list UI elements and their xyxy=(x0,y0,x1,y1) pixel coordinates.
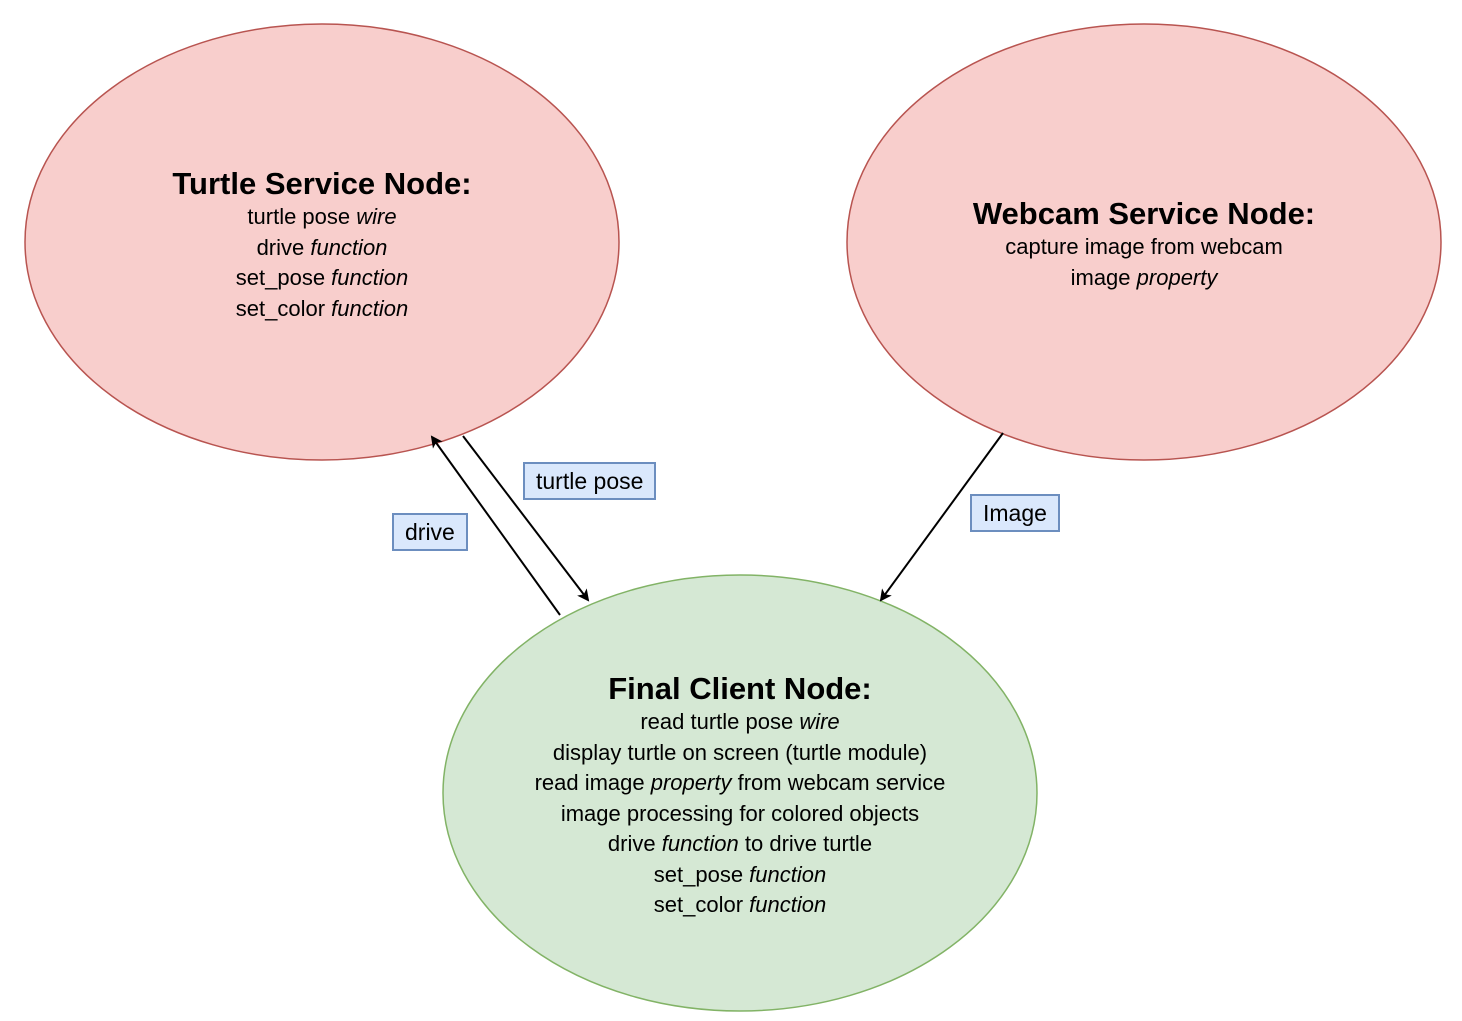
turtle-node-line: turtle pose wire xyxy=(247,204,397,229)
webcam-service-node[interactable]: Webcam Service Node: capture image from … xyxy=(894,196,1394,293)
webcam-node-line: image property xyxy=(1070,264,1218,290)
client-node-line: read turtle pose wire xyxy=(640,709,840,734)
turtle-service-node-shape[interactable] xyxy=(24,23,620,461)
turtle-node-line: set_pose function xyxy=(235,265,409,290)
turtle-pose-edge-label[interactable]: turtle pose xyxy=(523,462,657,500)
client-node-title: Final Client Node: xyxy=(608,671,872,706)
turtle-node-line: drive function xyxy=(256,234,388,260)
client-node-line: display turtle on screen (turtle module) xyxy=(552,739,928,765)
client-node-line: set_pose function xyxy=(653,861,827,887)
turtle-node-title: Turtle Service Node: xyxy=(172,166,472,201)
client-node-line: drive function to drive turtle xyxy=(607,831,873,856)
turtle-pose-edge[interactable] xyxy=(462,435,590,602)
client-node-line: set_color function xyxy=(653,892,827,917)
turtle-service-node[interactable]: Turtle Service Node: turtle pose wire dr… xyxy=(72,166,572,324)
turtle-node-line: set_color function xyxy=(235,295,409,321)
final-client-node[interactable]: Final Client Node: read turtle pose wire… xyxy=(440,671,1040,921)
drive-edge-label[interactable]: drive xyxy=(392,513,468,551)
image-edge-label[interactable]: Image xyxy=(970,494,1060,532)
webcam-node-line: capture image from webcam xyxy=(1005,234,1283,259)
webcam-service-node-shape[interactable] xyxy=(846,23,1442,461)
image-edge[interactable] xyxy=(879,432,1004,602)
client-node-line: image processing for colored objects xyxy=(560,800,920,826)
webcam-node-title: Webcam Service Node: xyxy=(972,196,1316,231)
drive-edge[interactable] xyxy=(430,435,561,616)
final-client-node-shape[interactable] xyxy=(442,574,1038,1012)
client-node-line: read image property from webcam service xyxy=(534,770,946,795)
